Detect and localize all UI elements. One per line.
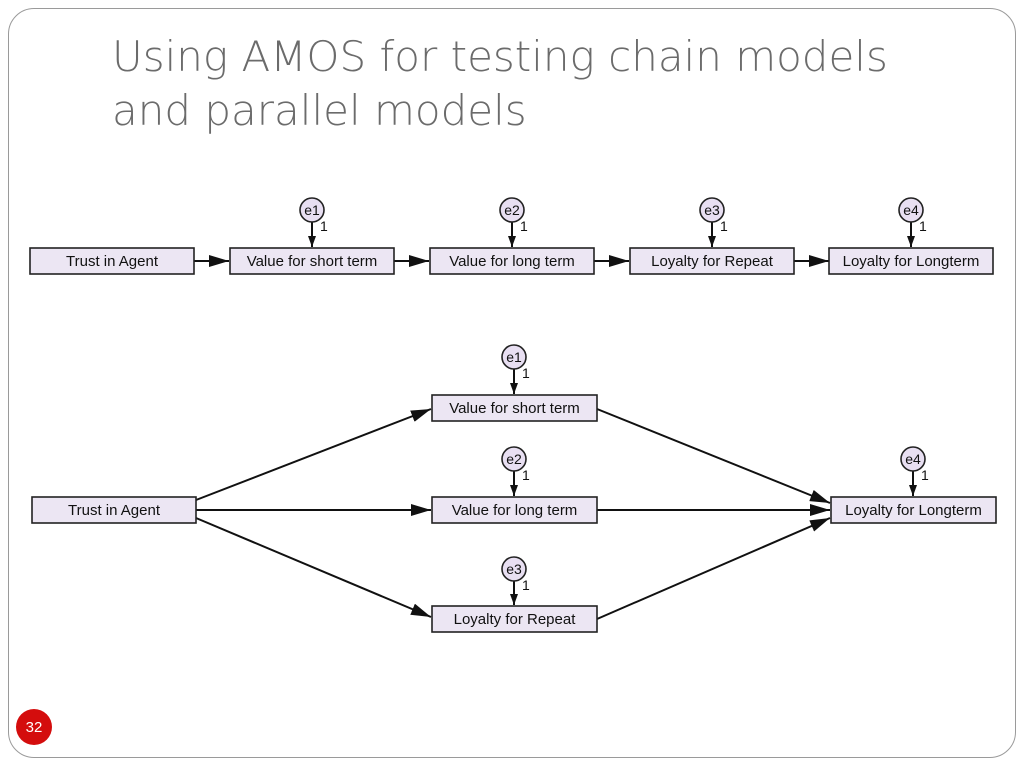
slide-title: Using AMOS for testing chain models and … xyxy=(112,30,972,138)
error-weight: 1 xyxy=(522,467,530,483)
error-weight: 1 xyxy=(919,218,927,234)
error-label: e1 xyxy=(506,349,522,365)
slide-title-line-2: and parallel models xyxy=(112,86,527,135)
chain-box-trust-in-agent: Trust in Agent xyxy=(29,247,195,275)
parallel-box-label: Loyalty for Longterm xyxy=(845,502,982,519)
chain-box-label: Trust in Agent xyxy=(66,253,159,270)
chain-error-e4: e4 1 xyxy=(898,197,927,247)
chain-box-label: Loyalty for Longterm xyxy=(843,253,980,270)
parallel-error-e2: e2 1 xyxy=(501,446,530,496)
error-weight: 1 xyxy=(720,218,728,234)
parallel-box-loyalty-longterm: Loyalty for Longterm xyxy=(830,496,997,524)
parallel-box-value-short-term: Value for short term xyxy=(431,394,598,422)
error-weight: 1 xyxy=(320,218,328,234)
chain-box-loyalty-longterm: Loyalty for Longterm xyxy=(828,247,994,275)
parallel-model: Trust in Agent Value for short term Valu… xyxy=(31,344,997,633)
chain-box-value-long-term: Value for long term xyxy=(429,247,595,275)
error-weight: 1 xyxy=(522,365,530,381)
error-label: e3 xyxy=(506,561,522,577)
slide-title-line-1: Using AMOS for testing chain models xyxy=(112,32,888,81)
chain-model: Trust in Agent Value for short term Valu… xyxy=(29,197,994,275)
parallel-box-value-long-term: Value for long term xyxy=(431,496,598,524)
chain-box-loyalty-repeat: Loyalty for Repeat xyxy=(629,247,795,275)
parallel-path-trust-to-repeat xyxy=(195,517,432,618)
error-weight: 1 xyxy=(522,577,530,593)
error-label: e4 xyxy=(905,451,921,467)
parallel-path-repeat-to-longterm xyxy=(596,517,831,620)
error-label: e2 xyxy=(506,451,522,467)
parallel-error-e3: e3 1 xyxy=(501,556,530,605)
page-number: 32 xyxy=(25,718,43,736)
error-weight: 1 xyxy=(520,218,528,234)
parallel-box-label: Value for long term xyxy=(452,502,578,519)
error-label: e2 xyxy=(504,202,520,218)
chain-box-label: Loyalty for Repeat xyxy=(651,253,774,270)
parallel-error-e1: e1 1 xyxy=(501,344,530,394)
chain-box-label: Value for long term xyxy=(449,253,575,270)
error-weight: 1 xyxy=(921,467,929,483)
chain-error-e3: e3 1 xyxy=(699,197,728,247)
error-label: e3 xyxy=(704,202,720,218)
chain-box-value-short-term: Value for short term xyxy=(229,247,395,275)
error-label: e1 xyxy=(304,202,320,218)
chain-error-e2: e2 1 xyxy=(499,197,528,247)
parallel-path-trust-to-short xyxy=(195,408,432,501)
page-number-badge: 32 xyxy=(16,709,52,745)
chain-error-e1: e1 1 xyxy=(299,197,328,247)
error-label: e4 xyxy=(903,202,919,218)
parallel-box-trust-in-agent: Trust in Agent xyxy=(31,496,197,524)
parallel-box-label: Loyalty for Repeat xyxy=(454,611,577,628)
parallel-error-e4: e4 1 xyxy=(900,446,929,496)
parallel-box-loyalty-repeat: Loyalty for Repeat xyxy=(431,605,598,633)
parallel-path-short-to-longterm xyxy=(596,408,831,504)
chain-box-label: Value for short term xyxy=(247,253,378,270)
parallel-box-label: Value for short term xyxy=(449,400,580,417)
parallel-box-label: Trust in Agent xyxy=(68,502,161,519)
